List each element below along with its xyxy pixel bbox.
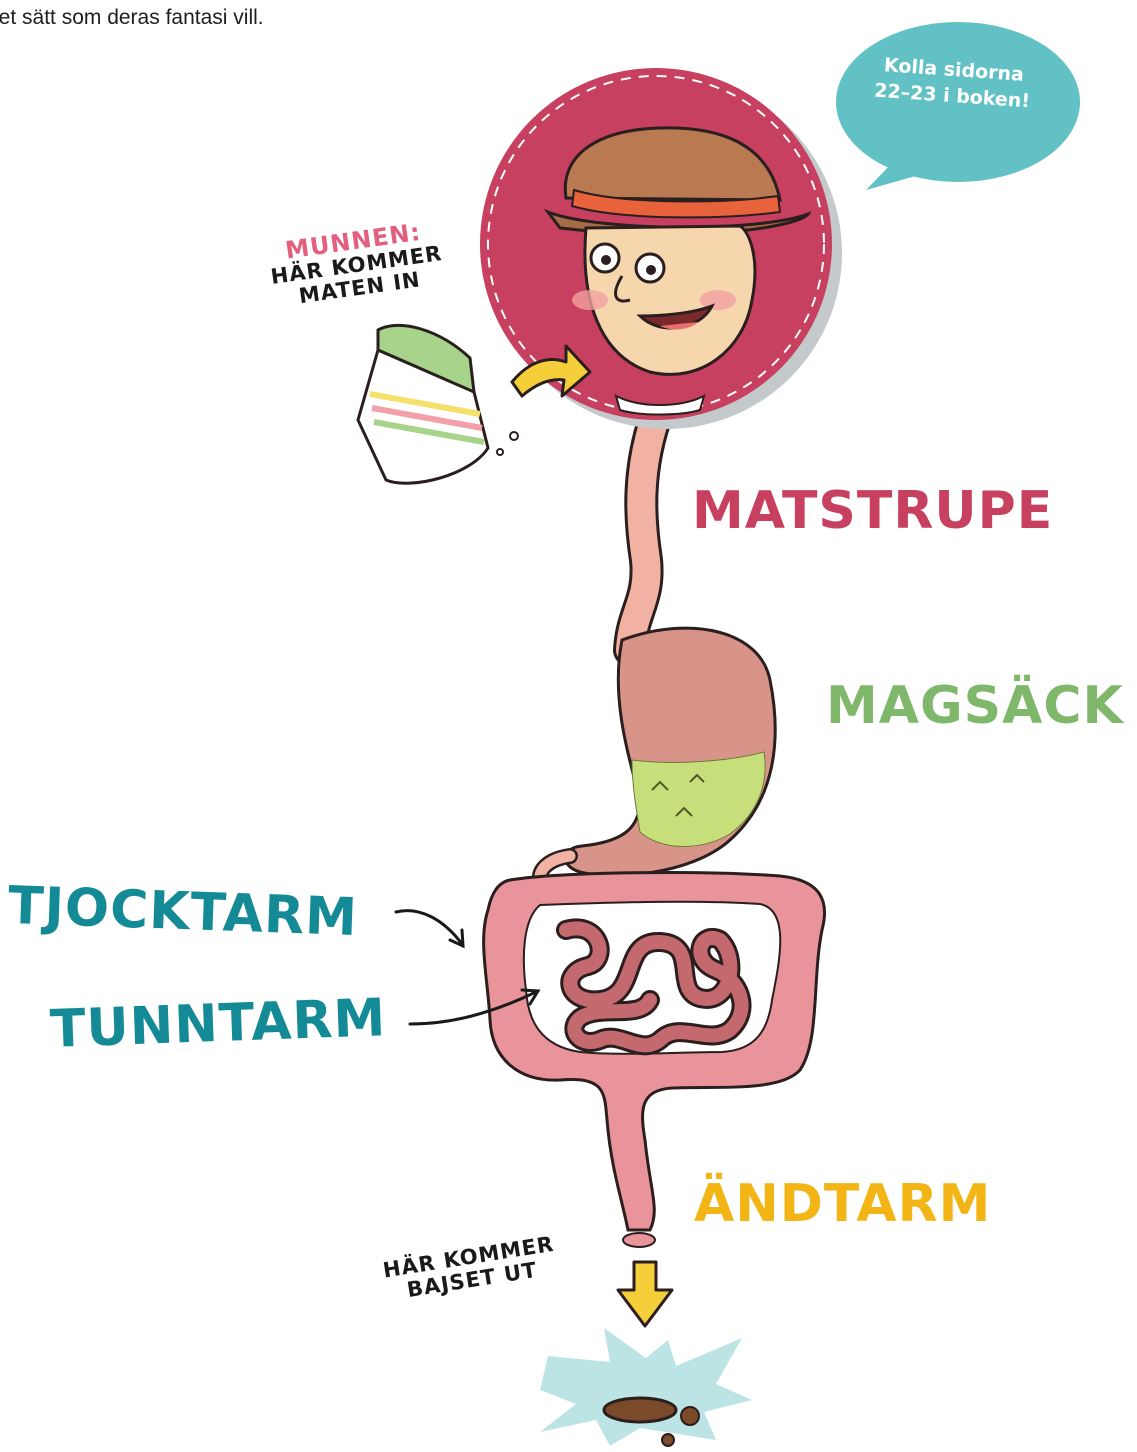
arrow-out-icon bbox=[618, 1262, 672, 1326]
label-stomach: MAGSÄCK bbox=[826, 680, 1124, 732]
cake-slice bbox=[358, 325, 518, 483]
label-large-intestine: TJOCKTARM bbox=[7, 880, 359, 944]
intro-text: let sätt som deras fantasi vill. bbox=[0, 6, 264, 30]
label-rectum: ÄNDTARM bbox=[694, 1178, 991, 1230]
esophagus-shape bbox=[630, 410, 658, 650]
poop-splash bbox=[540, 1328, 752, 1446]
label-small-intestine: TUNNTARM bbox=[49, 992, 387, 1056]
label-esophagus: MATSTRUPE bbox=[692, 485, 1053, 537]
stomach-shape bbox=[540, 628, 775, 890]
